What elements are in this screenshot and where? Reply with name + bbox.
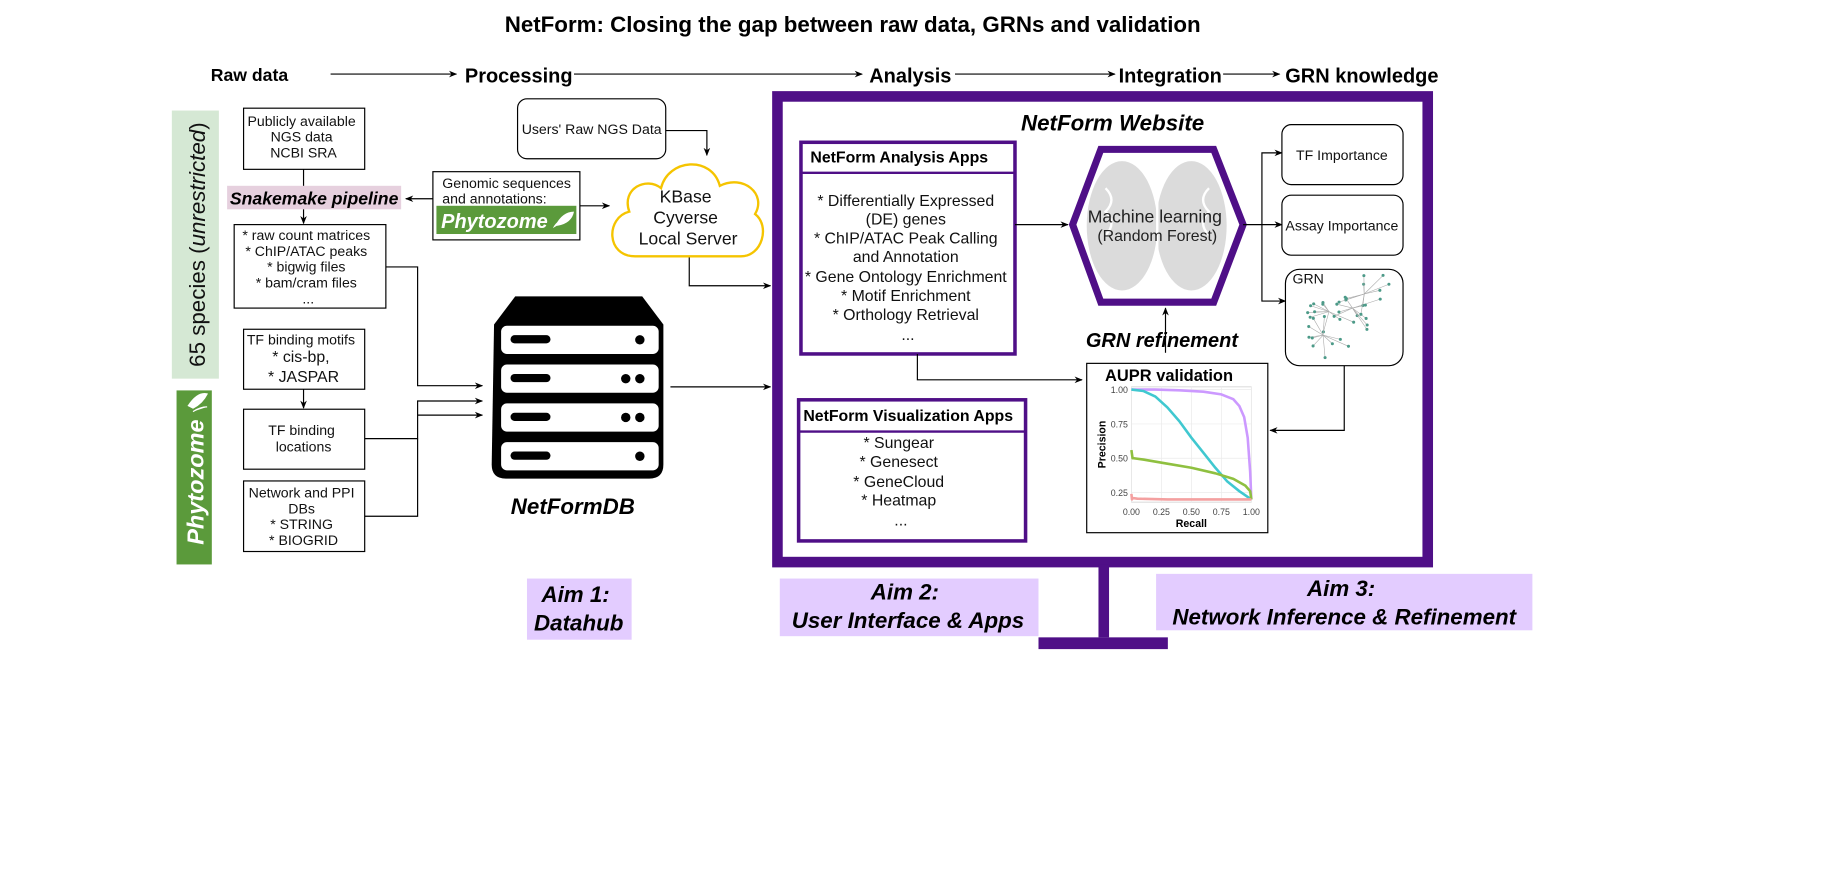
website-title: NetForm Website	[1021, 111, 1204, 136]
phytozome-side-text: Phytozome	[183, 419, 209, 544]
x-axis-label: Recall	[1176, 518, 1207, 530]
x-tick-label: 1.00	[1243, 507, 1260, 517]
grn-node	[1361, 304, 1364, 307]
stage-analysis: Analysis	[869, 65, 951, 87]
aupr-chart-title: AUPR validation	[1105, 367, 1233, 385]
y-axis-label: Precision	[1097, 421, 1109, 469]
monitor-stand	[1098, 564, 1109, 637]
grn-node	[1338, 301, 1341, 304]
grn-node	[1352, 321, 1355, 324]
stage-grn-knowledge: GRN knowledge	[1285, 65, 1438, 87]
connector-line	[365, 439, 418, 517]
grn-node	[1335, 303, 1338, 306]
phytozome-logo-text: Phytozome	[441, 211, 548, 233]
grn-node	[1387, 283, 1390, 286]
assay-importance-label: Assay Importance	[1285, 217, 1398, 233]
grn-node	[1309, 304, 1312, 307]
grn-node	[1339, 338, 1342, 341]
grn-node	[1312, 302, 1315, 305]
grn-refinement-label: GRN refinement	[1086, 330, 1239, 352]
connector-arrow	[386, 267, 482, 386]
grn-node	[1311, 336, 1314, 339]
ml-text: Machine learning (Random Forest)	[1088, 206, 1227, 245]
grn-node	[1362, 274, 1365, 277]
netformdb-label: NetFormDB	[511, 494, 635, 519]
server-rack-icon	[492, 296, 664, 478]
stage-processing: Processing	[465, 65, 573, 87]
stage-raw-data: Raw data	[211, 65, 289, 85]
grn-node	[1307, 336, 1310, 339]
grn-node	[1313, 310, 1316, 313]
connector-arrow	[689, 258, 770, 286]
grn-node	[1347, 345, 1350, 348]
users-raw-ngs-text: Users' Raw NGS Data	[522, 121, 662, 137]
grn-node	[1365, 328, 1368, 331]
connector-arrow	[365, 401, 483, 439]
connector-arrow	[666, 131, 707, 156]
grn-node	[1333, 315, 1336, 318]
grn-node	[1307, 325, 1310, 328]
grn-node	[1331, 342, 1334, 345]
grn-node	[1379, 298, 1382, 301]
grn-node	[1321, 301, 1324, 304]
grn-node	[1338, 318, 1341, 321]
grn-node	[1366, 323, 1369, 326]
monitor-base	[1039, 637, 1168, 649]
grn-node	[1312, 317, 1315, 320]
grn-node	[1337, 310, 1340, 313]
y-tick-label: 0.75	[1111, 419, 1128, 429]
grn-node	[1359, 313, 1362, 316]
tf-importance-label: TF Importance	[1296, 147, 1388, 163]
grn-node	[1365, 317, 1368, 320]
grn-node	[1309, 316, 1312, 319]
tf-binding-text: TF binding locations	[268, 422, 339, 454]
species-label: 65 species (unrestricted)	[185, 122, 210, 366]
grn-node	[1382, 274, 1385, 277]
analysis-apps-header: NetForm Analysis Apps	[810, 149, 988, 166]
grn-node	[1312, 344, 1315, 347]
x-tick-label: 0.75	[1213, 507, 1230, 517]
grn-node	[1362, 283, 1365, 286]
grn-node	[1306, 311, 1309, 314]
x-tick-label: 0.00	[1123, 507, 1140, 517]
grn-label: GRN	[1293, 270, 1324, 286]
x-tick-label: 0.25	[1153, 507, 1170, 517]
y-tick-label: 1.00	[1111, 385, 1128, 395]
x-tick-label: 0.50	[1183, 507, 1200, 517]
snakemake-label: Snakemake pipeline	[230, 189, 399, 209]
grn-node	[1345, 297, 1348, 300]
grn-node	[1378, 289, 1381, 292]
y-tick-label: 0.50	[1111, 454, 1128, 464]
visualization-apps-header: NetForm Visualization Apps	[803, 408, 1013, 425]
grn-node	[1324, 356, 1327, 359]
diagram-title: NetForm: Closing the gap between raw dat…	[505, 12, 1201, 37]
y-tick-label: 0.25	[1111, 488, 1128, 498]
grn-node	[1323, 315, 1326, 318]
stage-integration: Integration	[1119, 65, 1222, 87]
